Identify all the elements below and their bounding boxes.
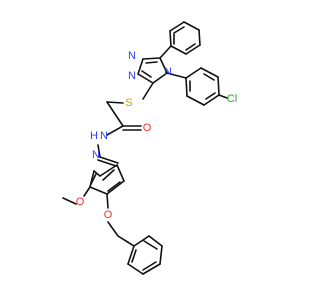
ether-bond-2 [107, 221, 119, 237]
chlorine-label: Cl [227, 93, 237, 105]
hydrazide-n-label: N [100, 130, 108, 142]
methoxy-bond-1 [83, 186, 91, 197]
sulfur-methylene-bond [106, 101, 124, 104]
methoxy-bond-2 [62, 197, 77, 205]
benzyl-ring [117, 235, 163, 275]
chlorophenyl-ring [185, 67, 228, 106]
chemical-structure-canvas: N N N Cl S O H N N O O [62, 21, 238, 275]
hydrazide-bond [97, 144, 101, 158]
phenyl-ring-top [169, 21, 201, 55]
imine-double-bond-a [97, 159, 117, 167]
methylene-carbonyl-bond [106, 101, 124, 127]
imine-double-bond-b [99, 156, 119, 164]
benzylidene-ring [89, 164, 125, 195]
oxygen-label-carbonyl: O [143, 122, 152, 134]
nitrogen-label-top-left: N [128, 50, 136, 62]
triazole-ring [137, 57, 168, 84]
hydrazide-h-label: H [90, 130, 98, 142]
nitrogen-label-bottom-left: N [128, 70, 136, 82]
chemical-structure-diagram: N N N Cl S O H N N O O [62, 21, 237, 275]
carbonyl-nitrogen-bond [106, 125, 124, 136]
benzyloxy-oxygen-label: O [104, 209, 113, 221]
imine-n-label: N [92, 149, 100, 161]
sulfur-label: S [125, 97, 132, 109]
triazole-chlorophenyl-bond [166, 72, 187, 79]
nitrogen-label-ring: N [164, 66, 172, 78]
ether-bond-1 [106, 193, 109, 209]
triazole-sulfur-bond [142, 82, 154, 100]
methoxy-oxygen-label: O [76, 196, 85, 208]
phenyl-triazole-bond [159, 45, 172, 59]
